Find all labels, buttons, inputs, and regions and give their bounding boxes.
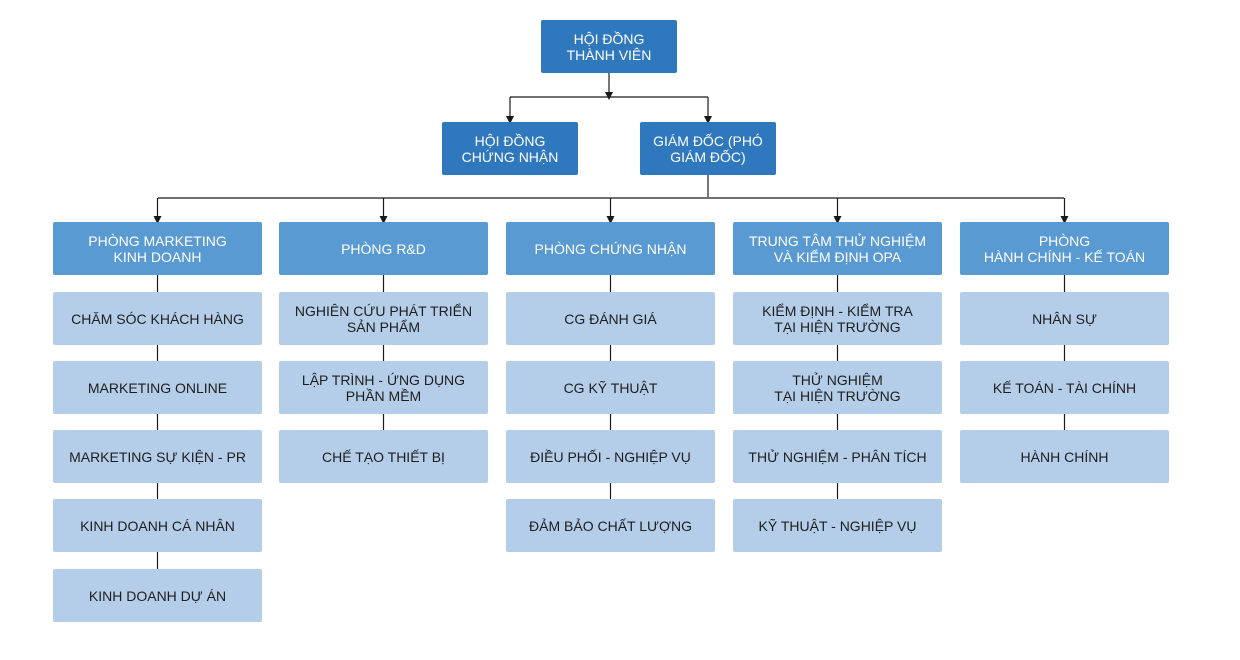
unit-box: KẾ TOÁN - TÀI CHÍNH xyxy=(960,361,1169,414)
unit-label: MARKETING SỰ KIỆN - PR xyxy=(69,448,246,465)
unit-label: CHẾ TẠO THIẾT BỊ xyxy=(322,448,445,465)
unit-label: CHĂM SÓC KHÁCH HÀNG xyxy=(71,310,244,327)
certification-council-label: HỘI ĐỒNG CHỨNG NHẬN xyxy=(461,132,559,165)
unit-label: NGHIÊN CỨU PHÁT TRIỂN SẢN PHẨM xyxy=(294,302,473,335)
unit-box: ĐẢM BẢO CHẤT LƯỢNG xyxy=(506,499,715,552)
unit-box: CG ĐÁNH GIÁ xyxy=(506,292,715,345)
department-box: TRUNG TÂM THỬ NGHIỆM VÀ KIỂM ĐỊNH OPA xyxy=(733,222,942,275)
unit-box: KIỂM ĐỊNH - KIỂM TRA TẠI HIỆN TRƯỜNG xyxy=(733,292,942,345)
unit-box: LẬP TRÌNH - ỨNG DỤNG PHẦN MỀM xyxy=(279,361,488,414)
department-label: PHÒNG MARKETING KINH DOANH xyxy=(88,232,227,265)
department-label: PHÒNG R&D xyxy=(341,240,426,257)
director-box: GIÁM ĐỐC (PHÓ GIÁM ĐỐC) xyxy=(640,122,776,175)
unit-label: KINH DOANH DỰ ÁN xyxy=(88,587,227,604)
unit-box: KINH DOANH DỰ ÁN xyxy=(53,569,262,622)
unit-label: THỬ NGHIỆM - PHÂN TÍCH xyxy=(748,448,927,465)
unit-box: MARKETING ONLINE xyxy=(53,361,262,414)
unit-box: CG KỸ THUẬT xyxy=(506,361,715,414)
unit-label: ĐIỀU PHỐI - NGHIỆP VỤ xyxy=(530,448,691,465)
unit-box: THỬ NGHIỆM - PHÂN TÍCH xyxy=(733,430,942,483)
unit-box: CHẾ TẠO THIẾT BỊ xyxy=(279,430,488,483)
board-of-members-box: HỘI ĐỒNG THÀNH VIÊN xyxy=(541,20,677,73)
unit-box: ĐIỀU PHỐI - NGHIỆP VỤ xyxy=(506,430,715,483)
department-box: PHÒNG CHỨNG NHẬN xyxy=(506,222,715,275)
department-box: PHÒNG MARKETING KINH DOANH xyxy=(53,222,262,275)
board-label: HỘI ĐỒNG THÀNH VIÊN xyxy=(566,30,652,63)
unit-box: NHÂN SỰ xyxy=(960,292,1169,345)
unit-label: MARKETING ONLINE xyxy=(87,379,228,396)
unit-box: THỬ NGHIỆM TẠI HIỆN TRƯỜNG xyxy=(733,361,942,414)
unit-label: KIỂM ĐỊNH - KIỂM TRA TẠI HIỆN TRƯỜNG xyxy=(762,302,913,335)
unit-label: KỸ THUẬT - NGHIỆP VỤ xyxy=(758,517,917,534)
unit-label: NHÂN SỰ xyxy=(1032,310,1097,327)
unit-label: KẾ TOÁN - TÀI CHÍNH xyxy=(992,379,1137,396)
unit-label: CG ĐÁNH GIÁ xyxy=(564,310,657,327)
unit-box: MARKETING SỰ KIỆN - PR xyxy=(53,430,262,483)
department-label: PHÒNG HÀNH CHÍNH - KẾ TOÁN xyxy=(983,232,1146,265)
certification-council-box: HỘI ĐỒNG CHỨNG NHẬN xyxy=(442,122,578,175)
department-box: PHÒNG HÀNH CHÍNH - KẾ TOÁN xyxy=(960,222,1169,275)
department-label: TRUNG TÂM THỬ NGHIỆM VÀ KIỂM ĐỊNH OPA xyxy=(748,232,927,265)
department-label: PHÒNG CHỨNG NHẬN xyxy=(534,240,687,257)
director-label: GIÁM ĐỐC (PHÓ GIÁM ĐỐC) xyxy=(653,132,763,165)
unit-label: CG KỸ THUẬT xyxy=(563,379,658,396)
unit-label: KINH DOANH CÁ NHÂN xyxy=(80,517,235,534)
unit-box: NGHIÊN CỨU PHÁT TRIỂN SẢN PHẨM xyxy=(279,292,488,345)
unit-box: KINH DOANH CÁ NHÂN xyxy=(53,499,262,552)
unit-label: ĐẢM BẢO CHẤT LƯỢNG xyxy=(529,517,692,534)
unit-label: THỬ NGHIỆM TẠI HIỆN TRƯỜNG xyxy=(774,371,901,404)
unit-box: HÀNH CHÍNH xyxy=(960,430,1169,483)
unit-box: KỸ THUẬT - NGHIỆP VỤ xyxy=(733,499,942,552)
unit-label: HÀNH CHÍNH xyxy=(1020,448,1109,465)
unit-label: LẬP TRÌNH - ỨNG DỤNG PHẦN MỀM xyxy=(301,371,466,404)
department-box: PHÒNG R&D xyxy=(279,222,488,275)
unit-box: CHĂM SÓC KHÁCH HÀNG xyxy=(53,292,262,345)
